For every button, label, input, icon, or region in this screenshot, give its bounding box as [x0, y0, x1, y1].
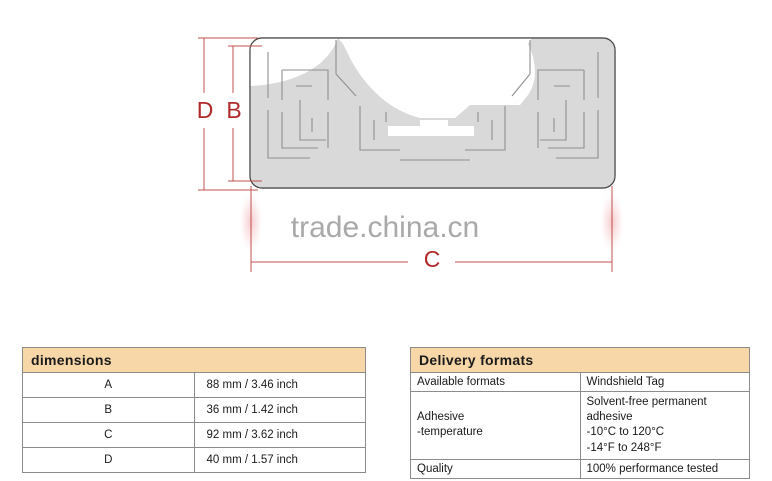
- dimension-row-label: B: [22, 397, 195, 423]
- table-row: C 92 mm / 3.62 inch: [22, 422, 366, 448]
- chip-pad: [420, 120, 448, 128]
- dimension-row-label: D: [22, 447, 195, 473]
- dimension-label-b: B: [226, 97, 241, 123]
- table-header-row: dimensions: [22, 347, 366, 373]
- table-row: Adhesive -temperature Solvent-free perma…: [410, 391, 750, 460]
- dimension-label-d: D: [197, 97, 214, 123]
- dimension-row-value: 40 mm / 1.57 inch: [193, 447, 366, 473]
- dimension-c: [250, 186, 613, 272]
- technical-drawing: D B C trade.china.cn: [197, 37, 625, 272]
- delivery-row-value: 100% performance tested: [579, 458, 750, 479]
- dimension-b: [228, 45, 262, 182]
- dimension-label-c: C: [424, 246, 441, 272]
- watermark: trade.china.cn: [291, 211, 479, 244]
- delivery-row-value: Windshield Tag: [579, 372, 750, 392]
- table-row: Quality 100% performance tested: [410, 458, 750, 479]
- dimensions-table-header: dimensions: [22, 347, 366, 373]
- windshield-tag-graphic: [249, 37, 616, 189]
- dimension-row-value: 92 mm / 3.62 inch: [193, 422, 366, 448]
- antenna-traces: [267, 40, 599, 161]
- dimension-row-value: 36 mm / 1.42 inch: [193, 397, 366, 423]
- delivery-table-header: Delivery formats: [410, 347, 750, 373]
- table-row: A 88 mm / 3.46 inch: [22, 372, 366, 398]
- center-notch: [338, 38, 535, 118]
- delivery-formats-table: Delivery formats Available formats Winds…: [410, 347, 750, 479]
- delivery-row-value: Solvent-free permanent adhesive -10°C to…: [579, 391, 750, 460]
- dimension-row-value: 88 mm / 3.46 inch: [193, 372, 366, 398]
- table-row: Available formats Windshield Tag: [410, 372, 750, 392]
- delivery-row-label: Available formats: [410, 372, 581, 392]
- table-row: D 40 mm / 1.57 inch: [22, 447, 366, 473]
- table-row: B 36 mm / 1.42 inch: [22, 397, 366, 423]
- dimension-row-label: A: [22, 372, 195, 398]
- table-header-row: Delivery formats: [410, 347, 750, 373]
- dimension-d: [198, 37, 258, 191]
- dimensions-table: dimensions A 88 mm / 3.46 inch B 36 mm /…: [22, 347, 366, 473]
- delivery-row-label: Adhesive -temperature: [410, 391, 581, 460]
- delivery-row-label: Quality: [410, 458, 581, 479]
- chip-slot: [388, 126, 474, 136]
- dimension-row-label: C: [22, 422, 195, 448]
